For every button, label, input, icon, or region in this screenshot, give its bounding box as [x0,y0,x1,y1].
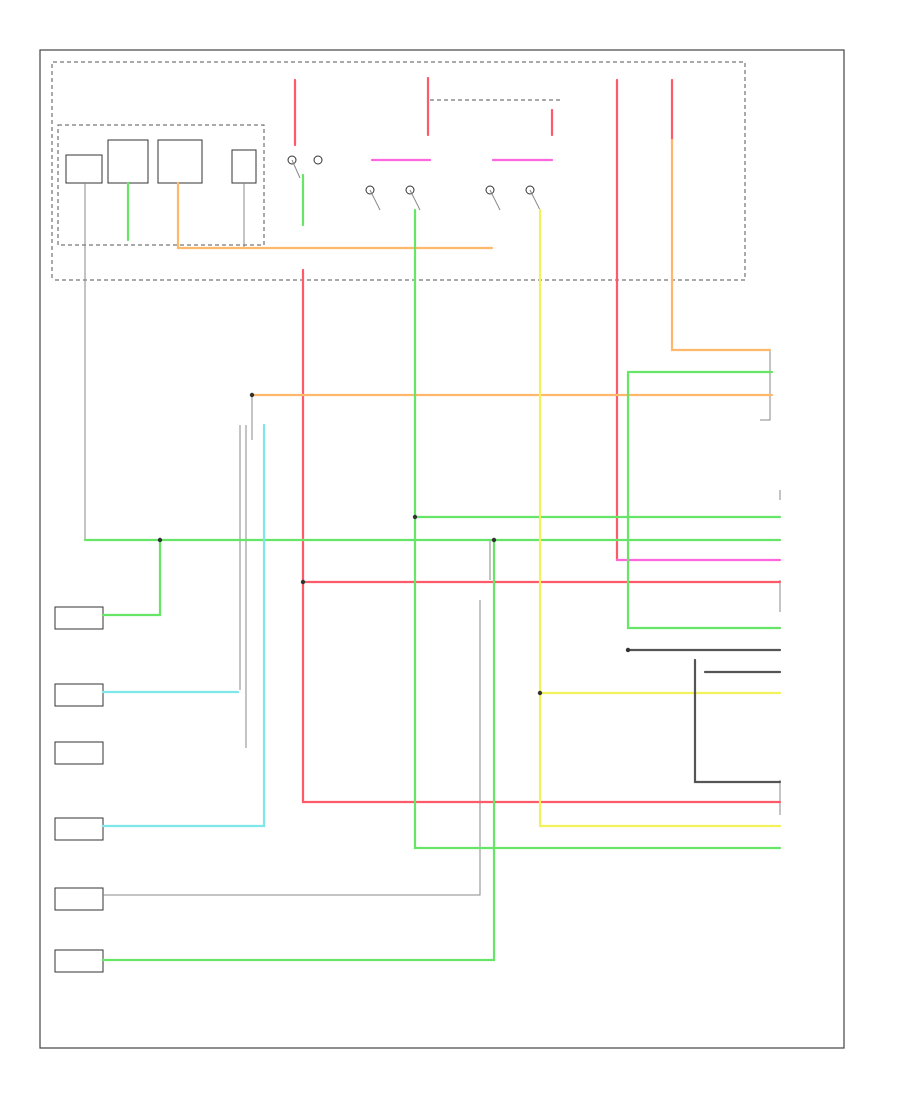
module-box-2 [107,139,149,184]
red-wires [293,76,782,804]
orange-wires [176,138,774,397]
component-box-3 [54,741,104,765]
component-box-6 [54,949,104,973]
splice-points [157,392,631,696]
component-box-1 [54,606,104,630]
magenta-wires [370,158,782,562]
green-wires [83,173,782,962]
relay-3 [287,155,323,179]
main-housing-outline [51,61,746,281]
module-box-1 [65,154,103,184]
relay-1 [365,185,421,211]
relay-2 [485,185,541,211]
gray-wires [626,648,782,784]
component-box-5 [54,887,104,911]
yellow-wires [538,208,782,828]
component-box-2 [54,683,104,707]
component-box-4 [54,817,104,841]
diagram-frame [39,49,845,1049]
module-box-3 [157,139,203,184]
thin-wires [84,183,781,896]
cyan-wires [101,423,266,828]
module-housing [57,124,265,246]
module-box-4 [231,149,257,184]
